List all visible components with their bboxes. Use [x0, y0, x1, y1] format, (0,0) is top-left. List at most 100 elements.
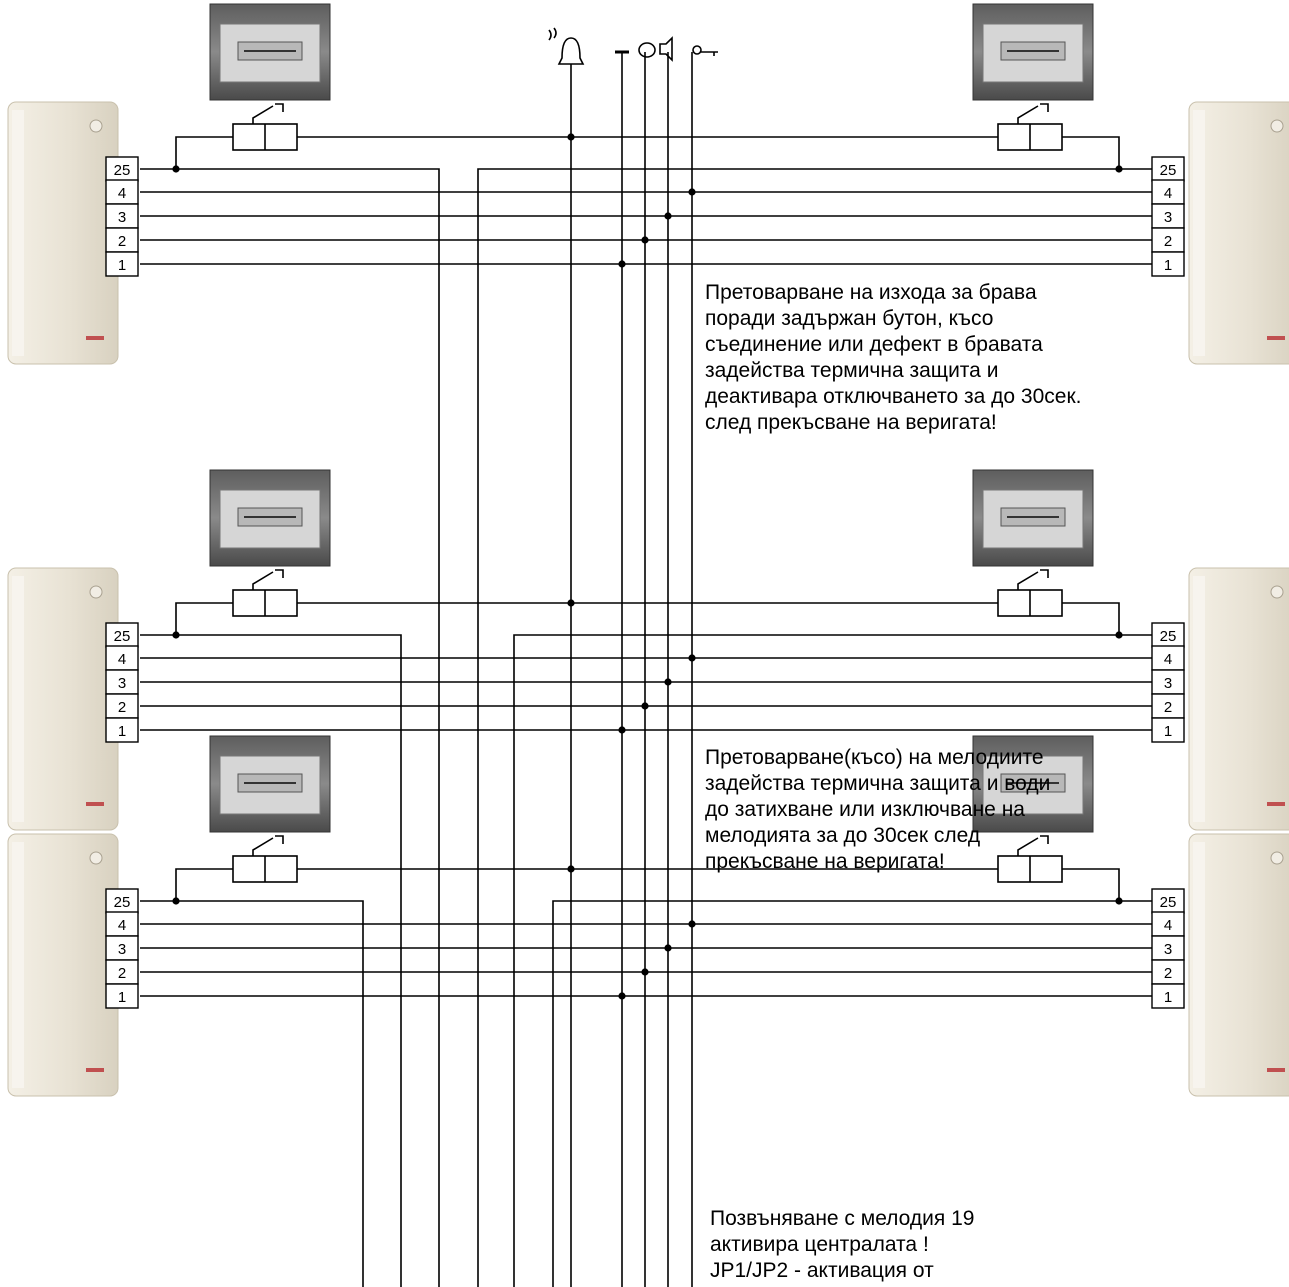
door-panel	[972, 469, 1094, 567]
terminal-label: 25	[1160, 162, 1177, 179]
speaker-icon	[659, 36, 673, 62]
terminal-box	[105, 251, 139, 277]
handset-body	[7, 833, 119, 1097]
handset-edge	[12, 842, 24, 1088]
terminal-label: 1	[1164, 257, 1172, 274]
panel-plate	[219, 755, 321, 815]
handset-button	[1270, 585, 1284, 599]
terminal-box	[105, 622, 139, 648]
terminal-box	[105, 645, 139, 671]
junction-dot	[688, 920, 696, 928]
relay-contact-end	[1040, 835, 1049, 844]
terminal-label: 1	[1164, 989, 1172, 1006]
door-panel	[972, 3, 1094, 101]
terminal-label: 1	[118, 257, 126, 274]
terminal-label: 4	[1164, 185, 1172, 202]
door-lock-relay	[997, 569, 1063, 617]
terminal-box	[1151, 935, 1185, 961]
terminal-box	[105, 669, 139, 695]
door-lock-relay	[997, 103, 1063, 151]
terminal-label: 3	[118, 209, 126, 226]
door-lock-relay	[997, 835, 1063, 883]
terminal-box	[1151, 717, 1185, 743]
terminal-label: 2	[118, 965, 126, 982]
left-drop-wire	[176, 900, 364, 1287]
right-handset	[1188, 567, 1289, 831]
terminal-box	[105, 156, 139, 182]
melody-19-note: Позвъняване с мелодия 19 активира центра…	[710, 1207, 975, 1282]
terminal-label: 3	[118, 675, 126, 692]
junction-dot	[567, 865, 575, 873]
door-lock-relay	[232, 835, 298, 883]
junction-dot	[664, 212, 672, 220]
relay-contact-end	[275, 103, 284, 112]
left-handset	[7, 567, 119, 831]
left-relay-wire	[140, 136, 233, 170]
handset-logo	[1267, 802, 1285, 806]
terminal-label: 4	[1164, 917, 1172, 934]
right-drop-wire	[477, 168, 1119, 1287]
junction-dot	[567, 599, 575, 607]
left-drop-wire	[176, 634, 402, 1287]
left-handset	[7, 101, 119, 365]
left-relay-wire	[140, 602, 233, 636]
junction-dot	[664, 678, 672, 686]
relay-contact	[252, 571, 274, 590]
terminal-label: 4	[1164, 651, 1172, 668]
relay-contact	[1017, 105, 1039, 124]
terminal-box	[1151, 888, 1185, 914]
junction-dot	[567, 133, 575, 141]
handset-button	[89, 585, 103, 599]
junction-layer	[172, 133, 1123, 1000]
relay-contact	[1017, 837, 1039, 856]
device-layer	[7, 3, 1289, 1097]
handset-logo	[1267, 336, 1285, 340]
handset-body	[1188, 567, 1289, 831]
terminal-box	[105, 717, 139, 743]
terminal-box	[1151, 911, 1185, 937]
terminal-label: 3	[118, 941, 126, 958]
key-icon	[692, 45, 702, 55]
handset-button	[89, 119, 103, 133]
handset-body	[7, 101, 119, 365]
handset-button	[89, 851, 103, 865]
junction-dot	[618, 992, 626, 1000]
right-handset	[1188, 833, 1289, 1097]
door-panel	[209, 3, 331, 101]
terminal-label: 25	[114, 894, 131, 911]
handset-button	[1270, 851, 1284, 865]
bell-ring-icon	[548, 27, 557, 41]
thermal-lock-note: Претоварване на изхода за брава поради з…	[705, 281, 1082, 434]
terminal-label: 4	[118, 185, 126, 202]
junction-dot	[1115, 897, 1123, 905]
terminal-label: 2	[1164, 965, 1172, 982]
terminal-box	[1151, 693, 1185, 719]
handset-body	[1188, 833, 1289, 1097]
terminal-label: 2	[1164, 233, 1172, 250]
junction-dot	[1115, 165, 1123, 173]
junction-dot	[618, 726, 626, 734]
door-panel	[972, 735, 1094, 833]
terminal-box	[1151, 251, 1185, 277]
junction-dot	[688, 654, 696, 662]
microphone-icon	[638, 42, 656, 58]
bus-icon-layer	[548, 27, 718, 65]
door-lock-relay	[232, 103, 298, 151]
terminal-box	[105, 935, 139, 961]
handset-body	[7, 567, 119, 831]
terminal-label: 25	[114, 162, 131, 179]
right-drop-wire	[552, 900, 1119, 1287]
terminal-box	[1151, 983, 1185, 1009]
handset-logo	[86, 1068, 104, 1072]
left-drop-wire	[176, 168, 440, 1287]
bell-icon	[557, 37, 585, 65]
junction-dot	[688, 188, 696, 196]
terminal-box	[1151, 227, 1185, 253]
handset-edge	[12, 576, 24, 822]
handset-button	[1270, 119, 1284, 133]
terminal-label: 1	[118, 989, 126, 1006]
terminal-box	[105, 959, 139, 985]
terminal-label: 25	[114, 628, 131, 645]
terminal-label: 4	[118, 917, 126, 934]
